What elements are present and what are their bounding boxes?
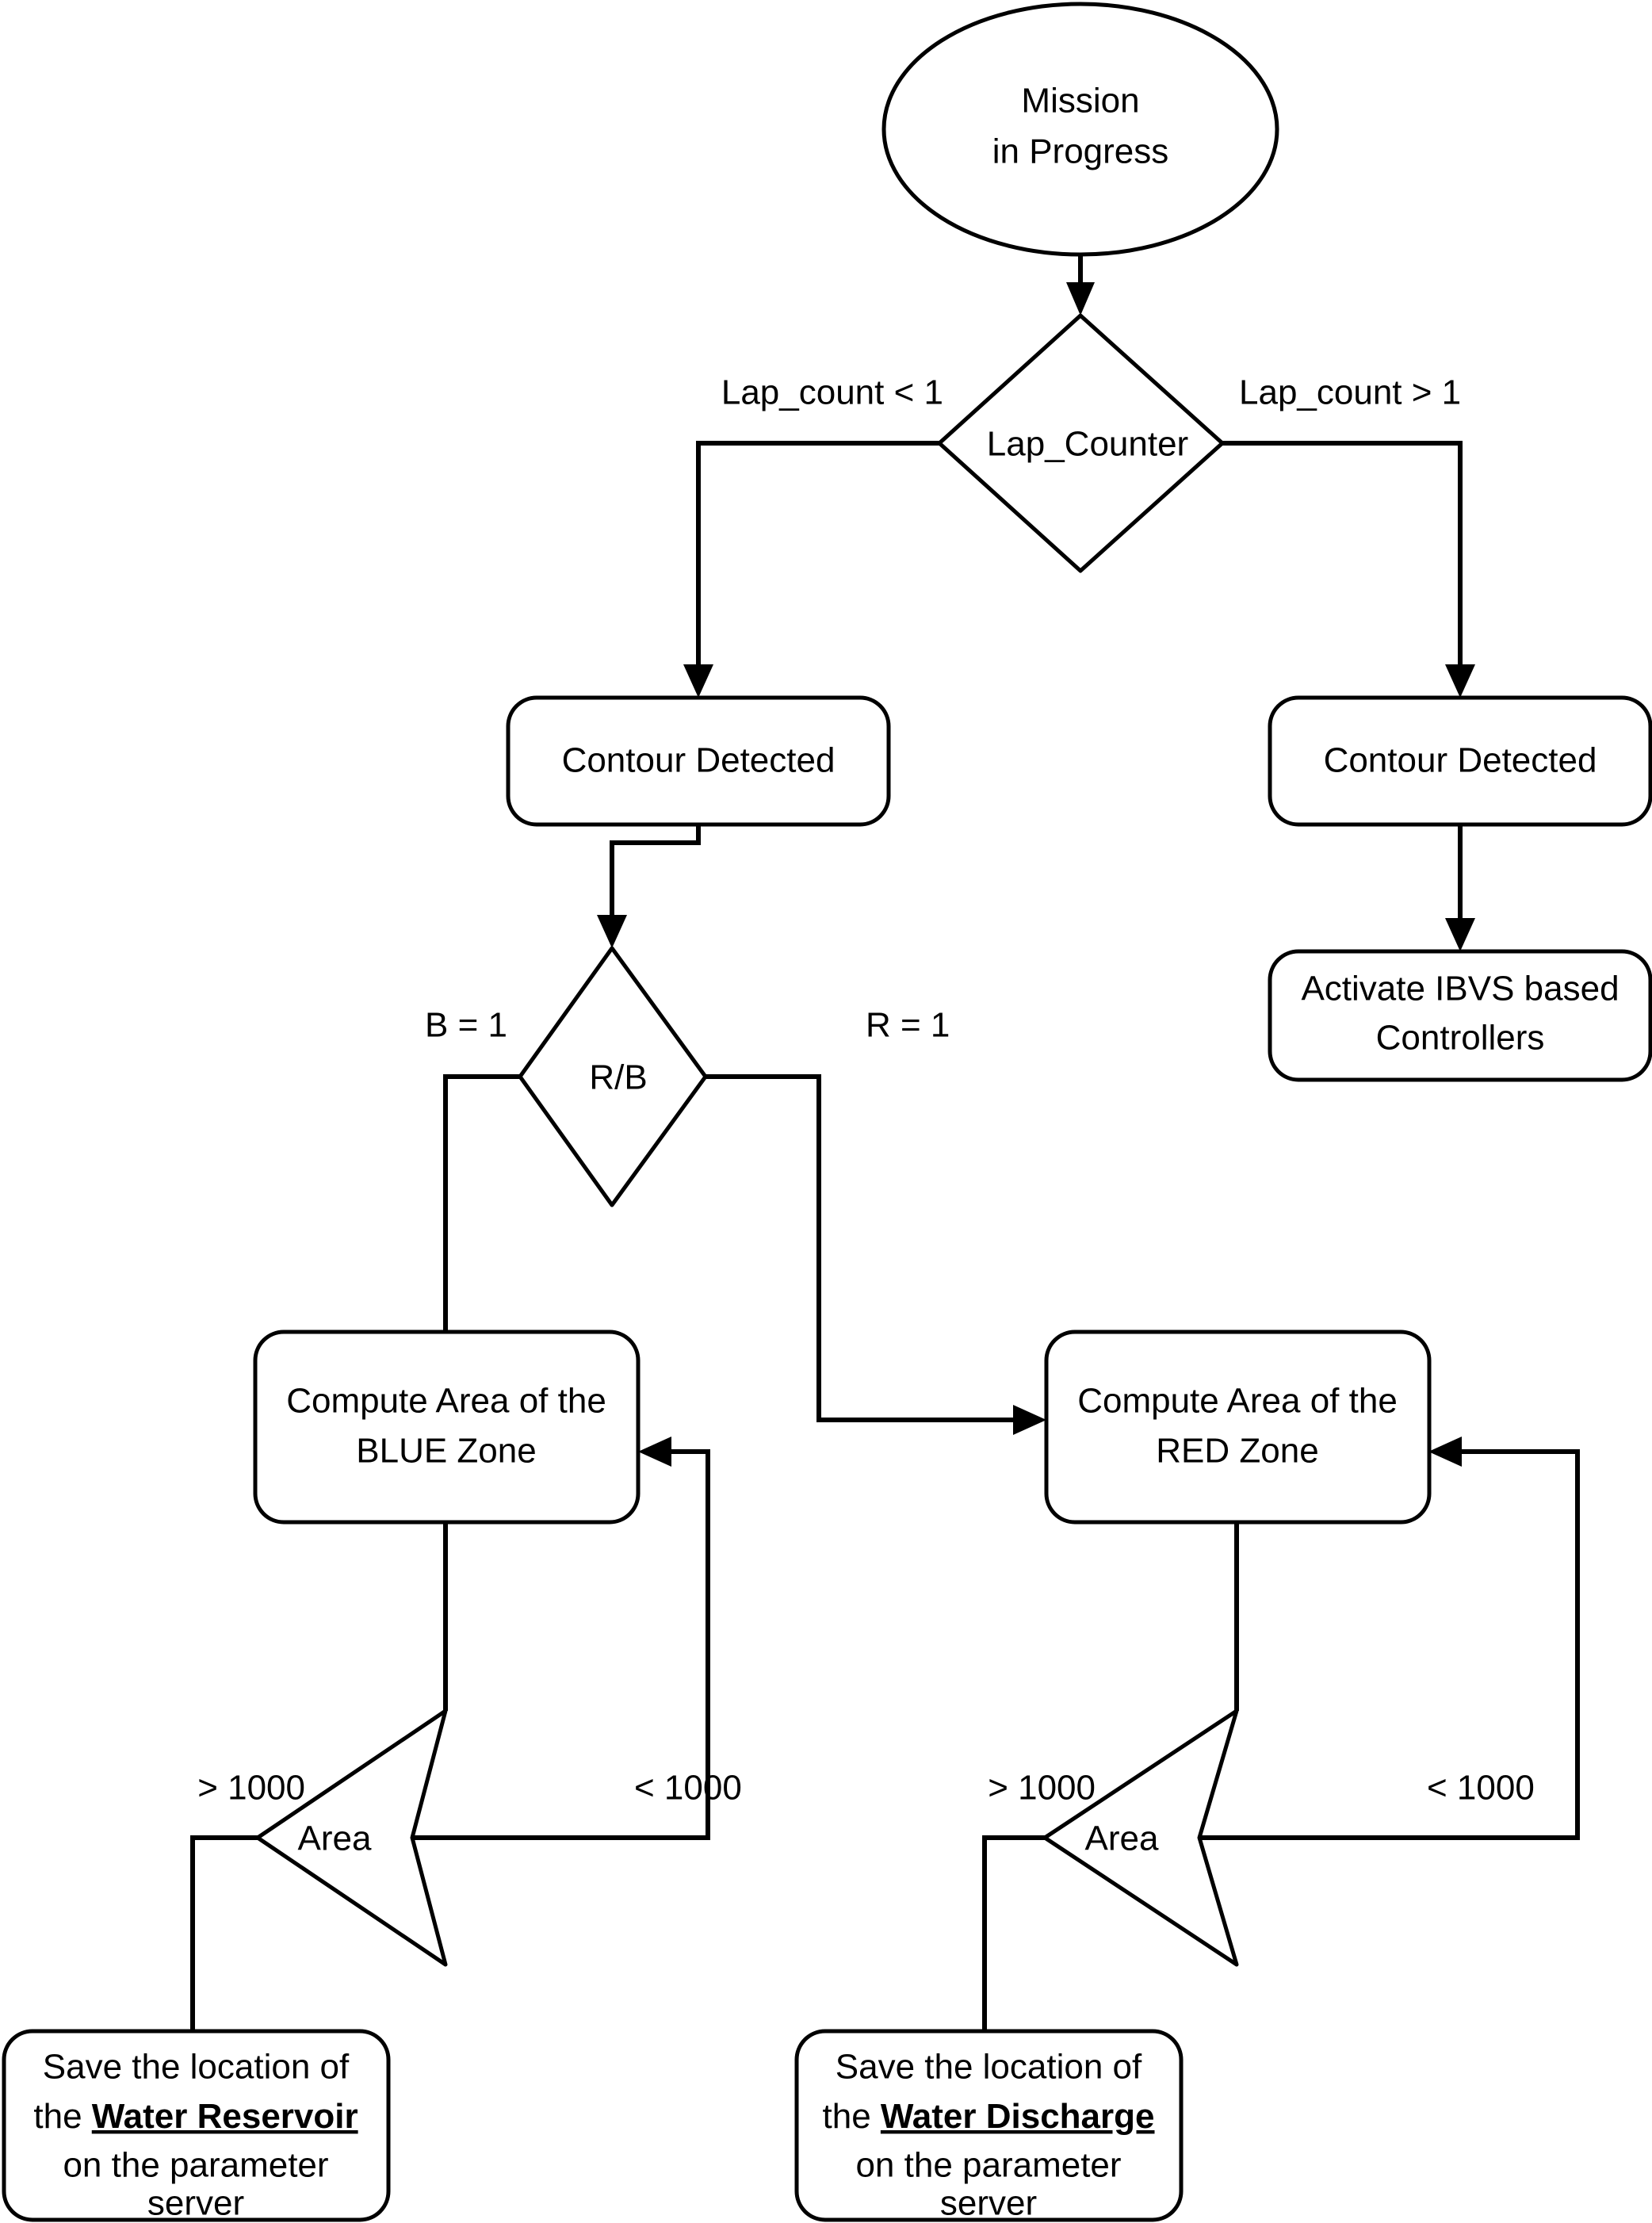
edge-rb-right-to-red	[706, 1074, 1046, 1435]
rect-shape	[1268, 949, 1652, 1082]
arrow-head-icon	[638, 1437, 671, 1467]
node-label-line1: Mission	[1021, 82, 1139, 121]
node-label: Contour Detected	[1324, 741, 1597, 780]
node-label-line2-emphasis: Water Discharge	[881, 2097, 1155, 2136]
node-label-line2-prefix: the	[33, 2097, 91, 2136]
edge-line	[610, 825, 701, 928]
node-label-line1: Activate IBVS based	[1301, 970, 1619, 1008]
node-save-water-reservoir[interactable]: Save the location of the Water Reservoir…	[2, 2029, 391, 2223]
edge-line	[696, 441, 939, 678]
edge-lap-counter-left	[683, 441, 939, 698]
node-label-line2: RED Zone	[1156, 1432, 1318, 1471]
arrow-head-icon	[1445, 918, 1475, 951]
ellipse-shape	[881, 2, 1279, 257]
node-label-line1: Compute Area of the	[286, 1382, 606, 1421]
edge-line	[706, 1074, 1027, 1422]
edge-line	[190, 1835, 258, 2031]
arrow-head-icon	[683, 664, 713, 698]
node-label-line2: the Water Reservoir	[33, 2097, 358, 2136]
diamond-shape	[518, 946, 708, 1207]
edge-label-area-right-gt: > 1000	[988, 1769, 1096, 1808]
node-compute-area-blue[interactable]: Compute Area of the BLUE Zone	[253, 1330, 641, 1525]
diamond-shape	[255, 1708, 448, 1967]
node-save-water-discharge[interactable]: Save the location of the Water Discharge…	[794, 2029, 1184, 2223]
edge-label-r-equals-1: R = 1	[866, 1006, 950, 1045]
edge-area-right-gt-to-save	[982, 1835, 1045, 2031]
node-rb-decision[interactable]: R/B	[518, 946, 708, 1207]
edge-label-area-left-gt: > 1000	[197, 1769, 305, 1808]
node-lap-counter[interactable]: Lap_Counter	[937, 313, 1225, 573]
node-contour-detected-right[interactable]: Contour Detected	[1268, 695, 1652, 827]
node-label-line1: Compute Area of the	[1077, 1382, 1398, 1421]
node-label-line1: Save the location of	[836, 2048, 1142, 2087]
node-label: R/B	[589, 1058, 647, 1097]
edge-lap-counter-right	[1222, 441, 1475, 698]
arrow-head-icon	[1066, 282, 1095, 316]
edge-label-lap-count-gt: Lap_count > 1	[1239, 373, 1461, 412]
node-label: Area	[1085, 1819, 1159, 1858]
node-area-decision-right[interactable]: Area	[1042, 1708, 1239, 1967]
edge-label-area-left-lt: < 1000	[634, 1769, 742, 1808]
edge-line	[443, 1074, 520, 1332]
rect-shape	[2, 2029, 391, 2222]
edge-contour-left-to-rb	[597, 825, 701, 948]
rect-shape	[1044, 1330, 1432, 1525]
node-label: Contour Detected	[562, 741, 836, 780]
rect-shape	[1268, 695, 1652, 827]
node-label-line2: BLUE Zone	[356, 1432, 536, 1471]
node-area-decision-left[interactable]: Area	[255, 1708, 448, 1967]
node-activate-ibvs-controllers[interactable]: Activate IBVS based Controllers	[1268, 949, 1652, 1082]
node-label-line2-prefix: the	[823, 2097, 881, 2136]
edge-area-left-lt-loop	[412, 1437, 710, 1840]
edge-label-area-right-lt: < 1000	[1427, 1769, 1535, 1808]
node-compute-area-red[interactable]: Compute Area of the RED Zone	[1044, 1330, 1432, 1525]
edge-line	[412, 1449, 710, 1840]
diamond-shape	[1042, 1708, 1239, 1967]
node-label-line3: on the parameter	[63, 2146, 328, 2185]
edge-line	[982, 1835, 1045, 2031]
diamond-shape	[937, 313, 1225, 573]
arrow-head-icon	[1445, 664, 1475, 698]
node-label: Lap_Counter	[987, 425, 1188, 464]
node-mission-in-progress[interactable]: Mission in Progress	[881, 2, 1279, 257]
rect-shape	[794, 2029, 1184, 2222]
node-label-line2: in Progress	[992, 132, 1169, 171]
node-label-line2-emphasis: Water Reservoir	[92, 2097, 358, 2136]
edge-area-left-gt-to-save	[190, 1835, 258, 2031]
node-label-line1: Save the location of	[43, 2048, 350, 2087]
edge-label-lap-count-lt: Lap_count < 1	[721, 373, 943, 412]
edge-line	[1199, 1449, 1580, 1840]
node-label: Area	[298, 1819, 372, 1858]
arrow-head-icon	[1428, 1437, 1462, 1467]
node-contour-detected-left[interactable]: Contour Detected	[506, 695, 891, 827]
node-label-line2: the Water Discharge	[823, 2097, 1155, 2136]
edge-area-right-lt-loop	[1199, 1437, 1580, 1840]
edge-label-b-equals-1: B = 1	[425, 1006, 507, 1045]
arrow-head-icon	[597, 915, 627, 948]
edge-start-to-lap-counter	[1066, 255, 1095, 316]
node-label-line2: Controllers	[1376, 1019, 1545, 1058]
arrow-head-icon	[1013, 1405, 1046, 1435]
edge-contour-right-to-ibvs	[1445, 825, 1475, 951]
edge-line	[1222, 441, 1463, 678]
rect-shape	[506, 695, 891, 827]
node-label-line3: on the parameter	[855, 2146, 1121, 2185]
node-label-line4: server	[147, 2184, 244, 2223]
edge-rb-left-to-blue	[443, 1074, 520, 1332]
rect-shape	[253, 1330, 641, 1525]
node-label-line4: server	[940, 2184, 1037, 2223]
